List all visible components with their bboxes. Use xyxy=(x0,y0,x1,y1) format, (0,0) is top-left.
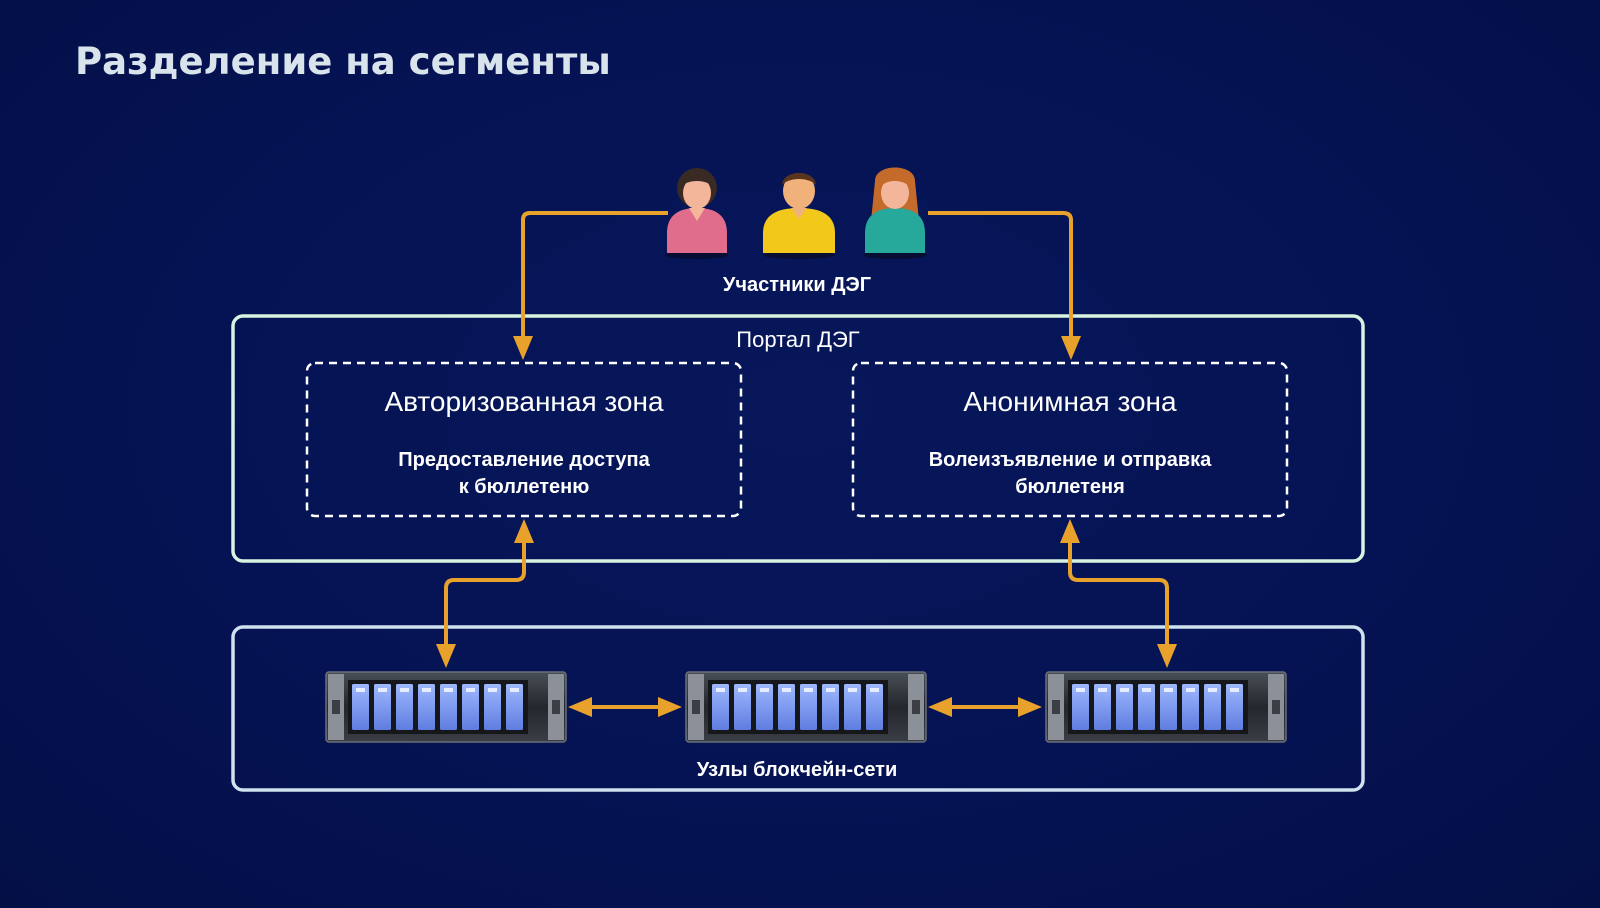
arrow-server-1-to-server-2 xyxy=(568,697,682,717)
server-icon xyxy=(1045,671,1287,743)
authorized-zone xyxy=(305,361,743,518)
drive-bay-handle xyxy=(804,688,813,692)
drive-bay-handle xyxy=(1142,688,1151,692)
drive-bay xyxy=(396,684,413,730)
drive-bay-handle xyxy=(510,688,519,692)
drive-bay xyxy=(1072,684,1089,730)
drive-bay xyxy=(440,684,457,730)
blockchain-container xyxy=(231,625,1365,792)
drive-bay-handle xyxy=(826,688,835,692)
drive-bay xyxy=(778,684,795,730)
drive-bay xyxy=(1116,684,1133,730)
drive-bay-handle xyxy=(400,688,409,692)
portal-label: Портал ДЭГ xyxy=(736,327,860,352)
drive-bay xyxy=(418,684,435,730)
drive-bay-handle xyxy=(378,688,387,692)
drive-bay-handle xyxy=(1186,688,1195,692)
drive-bay-handle xyxy=(738,688,747,692)
portal-container xyxy=(231,314,1365,563)
drive-bay xyxy=(1160,684,1177,730)
drive-bay-handle xyxy=(760,688,769,692)
drive-bay xyxy=(712,684,729,730)
person-pink-icon xyxy=(665,168,729,259)
drive-bay-handle xyxy=(1230,688,1239,692)
person-yellow-icon xyxy=(763,173,835,259)
drive-bay-handle xyxy=(782,688,791,692)
drive-bay xyxy=(352,684,369,730)
drive-bay-handle xyxy=(422,688,431,692)
arrow-server-2-to-server-3 xyxy=(928,697,1042,717)
drive-bay xyxy=(462,684,479,730)
drive-bay xyxy=(844,684,861,730)
arrow-participants-to-anonymous-zone xyxy=(928,211,1081,360)
drive-bay xyxy=(1094,684,1111,730)
drive-bay-handle xyxy=(356,688,365,692)
drive-bay xyxy=(756,684,773,730)
anonymous-zone-line-1: Волеизъявление и отправка xyxy=(929,449,1212,471)
drive-bay-handle xyxy=(466,688,475,692)
anonymous-zone xyxy=(851,361,1289,518)
arrow-anonymous-zone-to-server xyxy=(1060,519,1177,668)
blockchain-label: Узлы блокчейн-сети xyxy=(697,759,898,781)
drive-bay xyxy=(1226,684,1243,730)
drive-bay xyxy=(800,684,817,730)
authorized-zone-line-1: Предоставление доступа xyxy=(398,449,650,471)
anonymous-zone-line-2: бюллетеня xyxy=(1015,476,1125,498)
drive-bay-handle xyxy=(870,688,879,692)
drive-bay xyxy=(822,684,839,730)
drive-bay xyxy=(866,684,883,730)
slide-title: Разделение на сегменты xyxy=(75,40,611,83)
drive-bay-handle xyxy=(1164,688,1173,692)
drive-bay-handle xyxy=(716,688,725,692)
drive-bay xyxy=(1182,684,1199,730)
server-icon xyxy=(685,671,927,743)
drive-bay xyxy=(734,684,751,730)
drive-bay xyxy=(374,684,391,730)
anonymous-zone-title: Анонимная зона xyxy=(963,386,1177,417)
drive-bay xyxy=(1204,684,1221,730)
drive-bay-handle xyxy=(1076,688,1085,692)
drive-bay-handle xyxy=(1098,688,1107,692)
drive-bay-handle xyxy=(1208,688,1217,692)
server-icon xyxy=(325,671,567,743)
arrow-participants-to-authorized-zone xyxy=(513,211,668,360)
drive-bay-handle xyxy=(1120,688,1129,692)
authorized-zone-line-2: к бюллетеню xyxy=(459,476,590,498)
authorized-zone-title: Авторизованная зона xyxy=(384,386,663,417)
arrow-authorized-zone-to-server xyxy=(436,519,534,668)
participants-label: Участники ДЭГ xyxy=(723,274,871,296)
drive-bay xyxy=(506,684,523,730)
drive-bay-handle xyxy=(848,688,857,692)
person-teal-icon xyxy=(863,167,927,259)
drive-bay xyxy=(1138,684,1155,730)
drive-bay-handle xyxy=(444,688,453,692)
drive-bay-handle xyxy=(488,688,497,692)
drive-bay xyxy=(484,684,501,730)
